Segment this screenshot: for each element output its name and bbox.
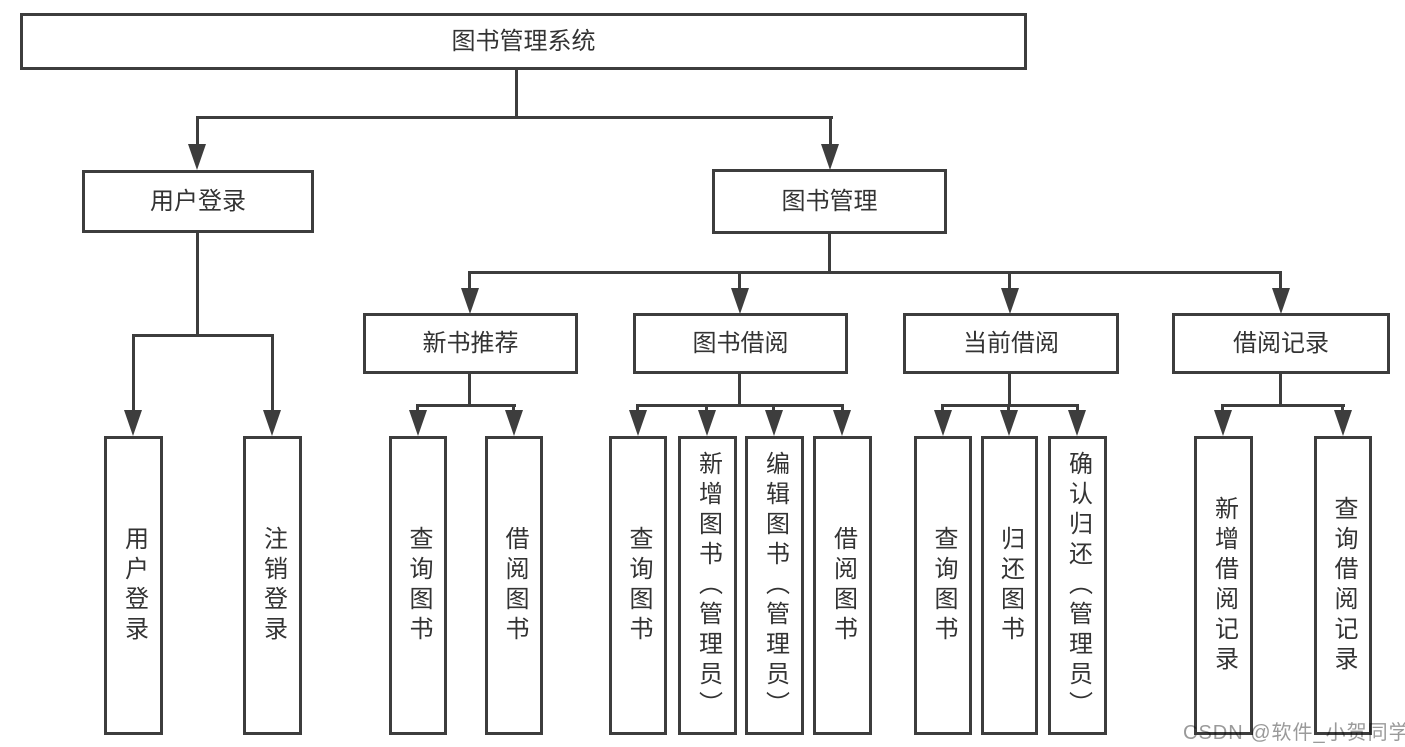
- connector-line: [515, 68, 518, 118]
- connector-line: [636, 404, 639, 414]
- leaf-add-borrow-record-label: 新增借阅记录: [1210, 495, 1238, 676]
- leaf-add-borrow-record: 新增借阅记录: [1194, 436, 1253, 735]
- leaf-recommend-borrow-books-label: 借阅图书: [501, 525, 528, 646]
- leaf-logout-label: 注销登录: [259, 525, 287, 646]
- arrowhead-icon: [1068, 410, 1086, 436]
- node-current-borrow: 当前借阅: [903, 313, 1119, 374]
- connector-line: [132, 334, 274, 337]
- node-root-label: 图书管理系统: [451, 27, 596, 55]
- node-book-borrow-label: 图书借阅: [692, 329, 789, 357]
- arrowhead-icon: [833, 410, 851, 436]
- arrowhead-icon: [731, 288, 749, 314]
- connector-line: [738, 271, 741, 291]
- connector-line: [1008, 271, 1011, 291]
- leaf-edit-books-admin: 编辑图书（管理员）: [745, 436, 804, 735]
- leaf-current-query-books-label: 查询图书: [930, 525, 957, 646]
- connector-line: [738, 374, 741, 406]
- connector-line: [196, 233, 199, 337]
- connector-line: [468, 271, 471, 291]
- connector-line: [705, 404, 708, 414]
- arrowhead-icon: [698, 410, 716, 436]
- node-current-borrow-label: 当前借阅: [963, 329, 1059, 357]
- connector-line: [1221, 404, 1224, 414]
- arrowhead-icon: [188, 144, 206, 170]
- arrowhead-icon: [934, 410, 952, 436]
- arrowhead-icon: [1214, 410, 1232, 436]
- leaf-recommend-query-books: 查询图书: [389, 436, 447, 735]
- connector-line: [468, 271, 1282, 274]
- node-user-login: 用户登录: [82, 170, 314, 233]
- connector-line: [416, 404, 419, 414]
- connector-line: [1076, 404, 1079, 414]
- connector-line: [1007, 404, 1010, 414]
- arrowhead-icon: [629, 410, 647, 436]
- connector-line: [1008, 374, 1011, 406]
- connector-line: [941, 404, 1079, 407]
- arrowhead-icon: [124, 410, 142, 436]
- leaf-edit-books-admin-label: 编辑图书（管理员）: [761, 450, 789, 721]
- node-new-book-recommend-label: 新书推荐: [422, 329, 519, 357]
- arrowhead-icon: [1334, 410, 1352, 436]
- node-book-borrow: 图书借阅: [633, 313, 848, 374]
- connector-line: [1341, 404, 1344, 414]
- watermark: CSDN @软件_小贺同学: [1183, 722, 1405, 744]
- connector-line: [416, 404, 516, 407]
- leaf-recommend-query-books-label: 查询图书: [405, 525, 432, 646]
- connector-line: [941, 404, 944, 414]
- node-book-management-label: 图书管理: [781, 187, 878, 215]
- node-new-book-recommend: 新书推荐: [363, 313, 578, 374]
- connector-line: [829, 116, 832, 147]
- connector-line: [1279, 271, 1282, 291]
- leaf-add-books-admin: 新增图书（管理员）: [678, 436, 737, 735]
- arrowhead-icon: [1000, 410, 1018, 436]
- leaf-borrow-query-books: 查询图书: [609, 436, 667, 735]
- leaf-current-query-books: 查询图书: [914, 436, 972, 735]
- connector-line: [196, 116, 833, 119]
- connector-line: [841, 404, 844, 414]
- connector-line: [196, 116, 199, 147]
- arrowhead-icon: [461, 288, 479, 314]
- arrowhead-icon: [765, 410, 783, 436]
- connector-line: [271, 334, 274, 414]
- node-book-management: 图书管理: [712, 169, 947, 234]
- leaf-borrow-query-books-label: 查询图书: [625, 525, 652, 646]
- node-user-login-label: 用户登录: [150, 187, 246, 215]
- arrowhead-icon: [263, 410, 281, 436]
- connector-line: [1279, 374, 1282, 406]
- arrowhead-icon: [821, 144, 839, 170]
- arrowhead-icon: [505, 410, 523, 436]
- leaf-logout: 注销登录: [243, 436, 302, 735]
- leaf-return-books: 归还图书: [981, 436, 1038, 735]
- leaf-recommend-borrow-books: 借阅图书: [485, 436, 543, 735]
- node-borrow-record-label: 借阅记录: [1233, 329, 1329, 357]
- leaf-user-login-label: 用户登录: [120, 525, 148, 646]
- leaf-query-borrow-record: 查询借阅记录: [1314, 436, 1372, 735]
- leaf-return-books-label: 归还图书: [996, 525, 1024, 646]
- node-borrow-record: 借阅记录: [1172, 313, 1390, 374]
- connector-line: [772, 404, 775, 414]
- connector-line: [828, 234, 831, 273]
- leaf-add-books-admin-label: 新增图书（管理员）: [694, 450, 722, 721]
- connector-line: [512, 404, 515, 414]
- leaf-borrow-books: 借阅图书: [813, 436, 872, 735]
- arrowhead-icon: [1001, 288, 1019, 314]
- connector-line: [636, 404, 844, 407]
- leaf-confirm-return-admin-label: 确认归还（管理员）: [1064, 450, 1092, 721]
- connector-line: [1221, 404, 1345, 407]
- leaf-user-login: 用户登录: [104, 436, 163, 735]
- leaf-query-borrow-record-label: 查询借阅记录: [1330, 495, 1357, 676]
- node-root: 图书管理系统: [20, 13, 1027, 70]
- leaf-confirm-return-admin: 确认归还（管理员）: [1048, 436, 1107, 735]
- arrowhead-icon: [1272, 288, 1290, 314]
- arrowhead-icon: [409, 410, 427, 436]
- leaf-borrow-books-label: 借阅图书: [829, 525, 857, 646]
- connector-line: [132, 334, 135, 414]
- connector-line: [468, 374, 471, 406]
